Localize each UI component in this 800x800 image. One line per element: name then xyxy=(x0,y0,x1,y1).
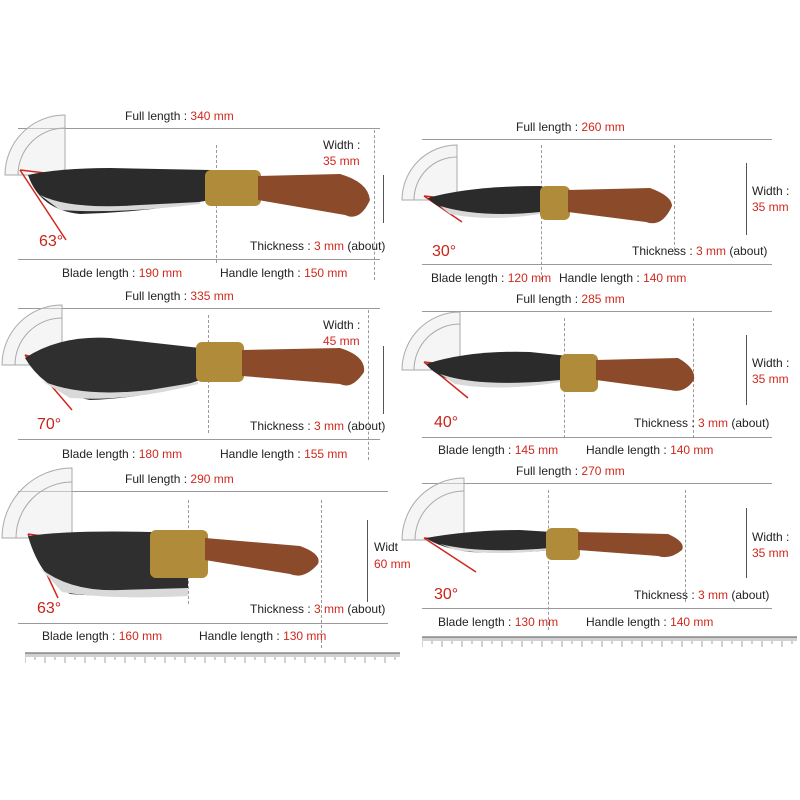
knife-panel-2: Full length : 260 mm Width : 35 mm 30° T… xyxy=(400,0,800,290)
protractor-icon xyxy=(1,467,73,539)
protractor-icon xyxy=(401,311,461,371)
handle-length-label: Handle length : 130 mm xyxy=(199,629,327,643)
width-label: Width : xyxy=(323,318,361,332)
width-label: Width : xyxy=(323,138,361,152)
blade-length-label: Blade length : 190 mm xyxy=(62,266,183,280)
blade-length-label: Blade length : 145 mm xyxy=(438,443,559,457)
edge-angle: 30° xyxy=(432,243,457,260)
knife-image-6 xyxy=(401,477,683,573)
full-length-label: Full length : 270 mm xyxy=(516,464,625,478)
width-value: 35 mm xyxy=(752,546,789,560)
width-value: 35 mm xyxy=(752,200,789,214)
end-divider-line xyxy=(374,130,375,280)
full-length-label: Full length : 290 mm xyxy=(125,472,234,486)
protractor-icon xyxy=(401,144,458,201)
blade-length-label: Blade length : 180 mm xyxy=(62,447,183,461)
end-divider-line xyxy=(321,500,322,648)
full-length-label: Full length : 340 mm xyxy=(125,109,234,123)
handle-length-label: Handle length : 140 mm xyxy=(586,443,714,457)
protractor-icon xyxy=(401,477,465,541)
end-divider-line xyxy=(685,490,686,602)
thickness-label: Thickness : 3 mm (about) xyxy=(634,416,770,430)
width-label: Width : xyxy=(752,184,790,198)
width-label: Width : xyxy=(752,530,790,544)
full-length-line xyxy=(422,311,772,312)
full-length-line xyxy=(18,128,380,129)
end-divider-line xyxy=(674,145,675,255)
end-divider-line xyxy=(368,310,369,460)
bottom-line xyxy=(18,439,380,440)
thickness-label: Thickness : 3 mm (about) xyxy=(634,588,770,602)
full-length-label: Full length : 335 mm xyxy=(125,289,234,303)
width-label: Widt xyxy=(374,540,398,554)
full-length-line xyxy=(18,308,380,309)
knife-panel-4: Full length : 285 mm Width : 35 mm 40° T… xyxy=(400,280,800,470)
width-value: 35 mm xyxy=(752,372,789,386)
knife-panel-6: Full length : 270 mm Width : 35 mm 30° T… xyxy=(400,450,800,650)
knife-panel-3: Full length : 335 mm Width : 45 mm 70° T… xyxy=(0,280,400,470)
thickness-label: Thickness : 3 mm (about) xyxy=(632,244,768,258)
blade-length-label: Blade length : 120 mm xyxy=(431,271,552,285)
handle-length-label: Handle length : 140 mm xyxy=(586,615,714,629)
full-length-label: Full length : 285 mm xyxy=(516,292,625,306)
thickness-label: Thickness : 3 mm (about) xyxy=(250,239,386,253)
handle-length-label: Handle length : 155 mm xyxy=(220,447,348,461)
thickness-label: Thickness : 3 mm (about) xyxy=(250,602,386,616)
width-marker xyxy=(383,175,384,223)
width-marker xyxy=(746,508,747,578)
handle-length-label: Handle length : 140 mm xyxy=(559,271,687,285)
blade-length-label: Blade length : 160 mm xyxy=(42,629,163,643)
edge-angle: 30° xyxy=(434,586,459,603)
bottom-line xyxy=(422,608,772,609)
handle-length-label: Handle length : 150 mm xyxy=(220,266,348,280)
bottom-line xyxy=(18,623,388,624)
width-value: 60 mm xyxy=(374,557,411,571)
knife-image-4 xyxy=(401,311,695,399)
bottom-line xyxy=(422,264,772,265)
knife-image-3 xyxy=(1,304,365,411)
knife-panel-5: Full length : 290 mm Widt 60 mm 63° Thic… xyxy=(0,460,411,660)
full-length-line xyxy=(422,483,772,484)
full-length-line xyxy=(18,491,388,492)
thickness-label: Thickness : 3 mm (about) xyxy=(250,419,386,433)
edge-angle: 70° xyxy=(37,416,62,433)
width-marker xyxy=(746,335,747,405)
width-marker xyxy=(367,520,368,602)
ruler-left xyxy=(25,652,400,663)
full-length-line xyxy=(422,139,772,140)
bottom-line xyxy=(18,259,380,260)
handle-divider-line xyxy=(548,490,549,630)
bottom-line xyxy=(422,437,772,438)
blade-length-label: Blade length : 130 mm xyxy=(438,615,559,629)
edge-angle: 63° xyxy=(39,233,64,250)
ruler-right xyxy=(422,636,797,647)
edge-angle: 63° xyxy=(37,600,62,617)
knife-image-5 xyxy=(1,467,319,599)
width-label: Width : xyxy=(752,356,790,370)
full-length-label: Full length : 260 mm xyxy=(516,120,625,134)
knife-panel-1: Full length : 340 mm Width : 35 mm 63° T… xyxy=(0,0,400,290)
width-marker xyxy=(383,346,384,414)
width-marker xyxy=(746,163,747,235)
width-value: 45 mm xyxy=(323,334,360,348)
protractor-icon xyxy=(4,114,66,176)
width-value: 35 mm xyxy=(323,154,360,168)
edge-angle: 40° xyxy=(434,414,459,431)
knife-image-2 xyxy=(401,144,672,224)
knife-image-1 xyxy=(4,114,370,241)
